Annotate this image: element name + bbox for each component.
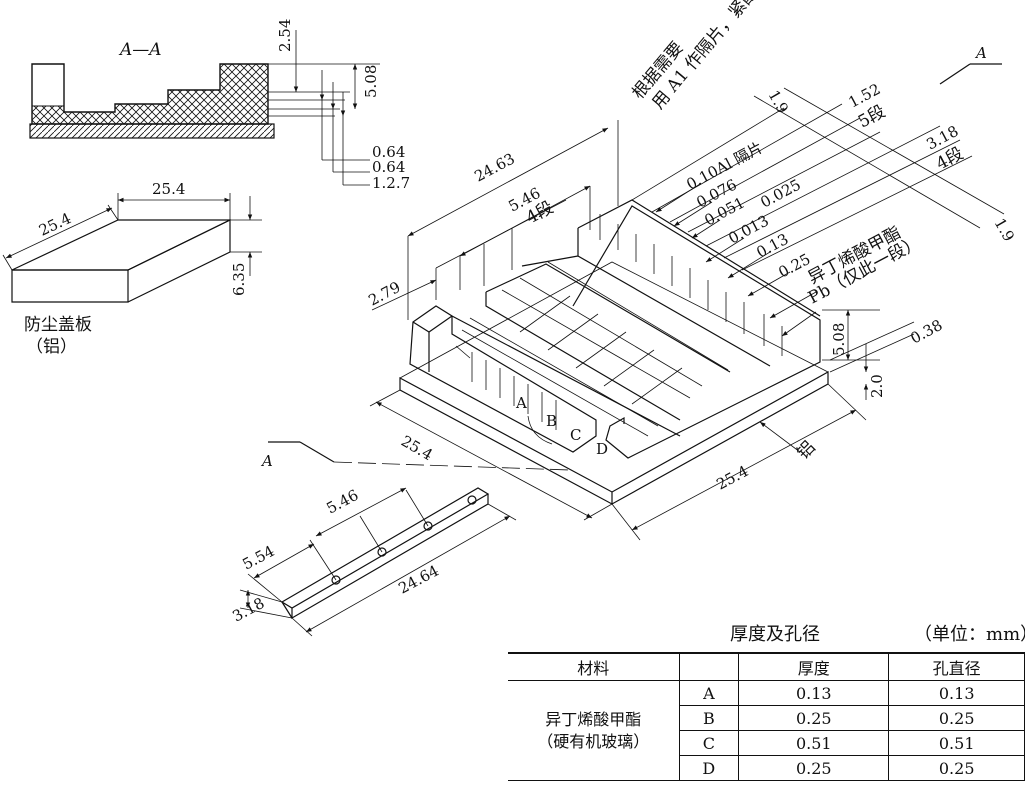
cover-plate-side [127, 219, 231, 303]
left-wall [409, 305, 597, 453]
section-title: A—A [118, 40, 162, 60]
cover-dim-height: 6.35 [230, 263, 248, 296]
dim-base: 2.0 [868, 374, 886, 398]
layer-label-3: 0.025 [757, 175, 803, 211]
strip-dim-3: 24.64 [395, 561, 441, 597]
hole-letter-c: C [570, 426, 581, 444]
section-base [29, 123, 275, 139]
right-wall [572, 205, 821, 459]
table-unit: （单位：mm） [914, 624, 1025, 645]
base-plate [399, 370, 829, 505]
section-dim-0: 2.54 [276, 19, 294, 52]
layer-arrows [655, 183, 817, 337]
dim-top-step: 1.9 [765, 87, 793, 117]
dim-front-left: 25.4 [398, 432, 436, 464]
dim-wall: 2.79 [365, 278, 403, 310]
cover-plate-view: 25.4 25.4 6.35 防尘盖板 （铝） [2, 180, 262, 357]
section-marker-left: A [260, 452, 273, 470]
dim-right-end: 1.9 [991, 215, 1019, 245]
section-dim-4: 1.2.7 [372, 174, 410, 192]
strip-dim-0: 5.46 [323, 486, 361, 518]
dim-height: 5.08 [830, 323, 848, 356]
cover-dim-width: 25.4 [152, 180, 185, 198]
hole-letter-d: D [596, 440, 608, 458]
cover-label-2: （铝） [26, 337, 77, 357]
layer-labels: 0.10Al 隔片 0.076 0.051 0.025 0.013 0.13 0… [683, 138, 924, 308]
strip-hole-4 [467, 495, 477, 505]
section-dim-2: 0.64 [372, 143, 405, 161]
hole-letter-a: A [515, 394, 527, 412]
strip-view: 5.46 5.54 3.18 24.64 [229, 486, 517, 637]
section-dim-3: 0.64 [372, 158, 405, 176]
cover-plate-front [11, 269, 129, 303]
section-hatch [31, 63, 269, 125]
strip-dim-2: 3.18 [229, 594, 267, 626]
table-caption: 厚度及孔径 [730, 624, 820, 645]
hole-letter-b: B [546, 412, 557, 430]
strip-dim-1: 5.54 [239, 542, 277, 574]
cover-label-1: 防尘盖板 [24, 315, 92, 335]
strip-body [280, 487, 490, 609]
layer-label-5: 0.13 [753, 230, 791, 262]
dim-front-right: 25.4 [713, 462, 751, 494]
section-dim-1: 5.08 [362, 65, 380, 98]
section-marker-top: A [974, 44, 987, 62]
dim-lip: 0.38 [907, 316, 945, 348]
section-view: A—A 2.54 5.08 0.64 0.64 1.2.7 [29, 19, 410, 192]
